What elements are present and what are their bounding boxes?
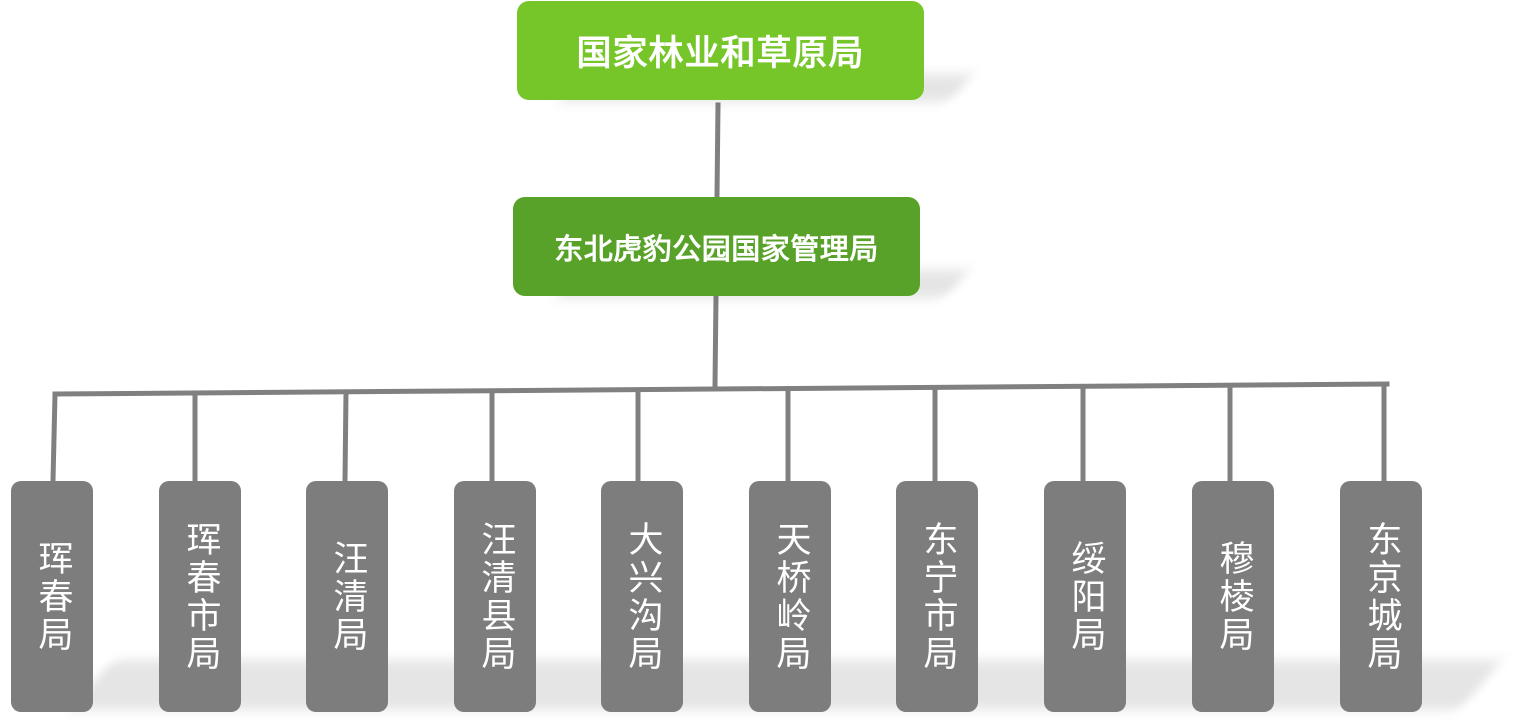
leaf-node-1: 珲春局 bbox=[11, 481, 93, 712]
leaf-node-label: 东宁市局 bbox=[917, 520, 958, 673]
leaf-node-label: 绥阳局 bbox=[1065, 539, 1106, 654]
leaf-node-label: 珲春局 bbox=[32, 539, 73, 654]
leaf-node-label: 东京城局 bbox=[1361, 520, 1402, 673]
leaf-node-label: 大兴沟局 bbox=[622, 520, 663, 673]
leaf-node-3: 汪清局 bbox=[306, 481, 388, 712]
connector-mid-to-bus bbox=[712, 293, 719, 389]
connector-leaf-3 bbox=[342, 389, 349, 484]
leaf-node-2: 珲春市局 bbox=[159, 481, 241, 712]
leaf-node-4: 汪清县局 bbox=[454, 481, 536, 712]
leaf-node-5: 大兴沟局 bbox=[601, 481, 683, 712]
leaf-node-6: 天桥岭局 bbox=[749, 481, 831, 712]
connector-leaf-1 bbox=[50, 391, 58, 484]
leaf-node-9: 穆棱局 bbox=[1192, 481, 1274, 712]
leaf-node-8: 绥阳局 bbox=[1044, 481, 1126, 712]
leaf-node-label: 珲春市局 bbox=[180, 520, 221, 673]
leaf-node-label: 天桥岭局 bbox=[770, 520, 811, 673]
connector-bus bbox=[52, 381, 1390, 397]
root-node: 国家林业和草原局 bbox=[517, 1, 924, 100]
root-node-label: 国家林业和草原局 bbox=[576, 34, 865, 74]
leaf-node-label: 穆棱局 bbox=[1213, 539, 1254, 654]
leaf-node-10: 东京城局 bbox=[1340, 481, 1422, 712]
leaf-node-label: 汪清局 bbox=[327, 539, 368, 654]
connector-root-to-mid bbox=[714, 102, 721, 199]
leaf-node-label: 汪清县局 bbox=[475, 520, 516, 673]
mid-node: 东北虎豹公园国家管理局 bbox=[513, 197, 920, 296]
leaf-node-7: 东宁市局 bbox=[896, 481, 978, 712]
mid-node-label: 东北虎豹公园国家管理局 bbox=[554, 231, 879, 266]
